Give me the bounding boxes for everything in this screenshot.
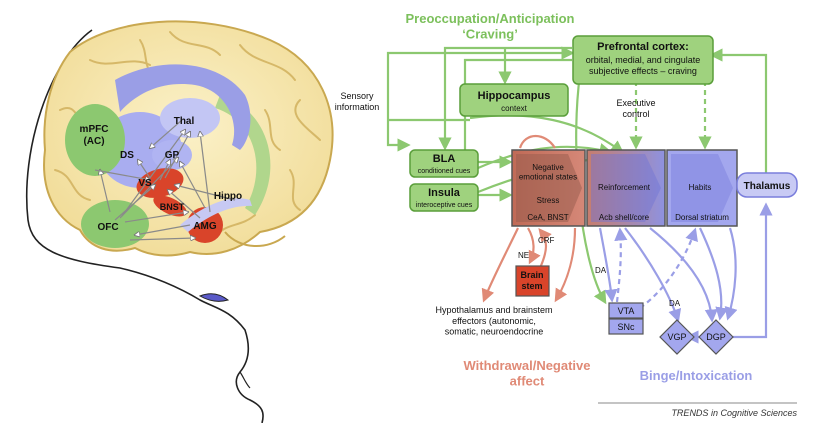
label-bnst: BNST [160, 202, 185, 212]
node-vta[interactable]: VTA [608, 302, 644, 319]
stage-craving: Preoccupation/Anticipation‘Craving’ [405, 11, 574, 42]
hippocampus-sub: context [501, 104, 528, 113]
node-vgp[interactable]: VGP [659, 319, 695, 355]
bla-title: BLA [433, 153, 456, 165]
region-mpfc [65, 104, 125, 176]
label-mpfc: mPFC(AC) [80, 124, 109, 147]
label-ofc: OFC [97, 222, 118, 233]
node-bla[interactable]: BLA conditioned cues [409, 149, 479, 178]
stage-binge: Binge/Intoxication [640, 368, 753, 383]
circuit-arrows [386, 46, 773, 344]
thalamus-label: Thalamus [744, 181, 791, 192]
reinforcement-foot: Acb shell/core [599, 213, 650, 222]
dgp-label: DGP [706, 332, 726, 342]
green-arc [215, 95, 271, 215]
node-reinforcement[interactable]: Reinforcement Acb shell/core [586, 149, 666, 227]
region-bnst [153, 195, 187, 217]
label-thal: Thal [174, 116, 195, 127]
label-ds: DS [120, 150, 134, 161]
node-hippocampus[interactable]: Hippocampus context [459, 83, 569, 117]
node-dgp[interactable]: DGP [698, 319, 734, 355]
region-hippo [180, 198, 252, 232]
eye-icon [198, 293, 230, 302]
footer-credit: TRENDS in Cognitive Sciences [671, 408, 797, 418]
node-thalamus[interactable]: Thalamus [736, 172, 798, 198]
insula-title: Insula [428, 187, 461, 199]
purple-arc [115, 64, 251, 150]
snc-label: SNc [617, 322, 635, 332]
negative-mid: Stress [537, 196, 560, 205]
label-hippo: Hippo [214, 191, 242, 202]
region-ofc [81, 200, 149, 248]
negative-foot: CeA, BNST [527, 213, 568, 222]
pfc-title: Prefrontal cortex: [597, 41, 689, 53]
node-snc[interactable]: SNc [608, 318, 644, 335]
reinforcement-title: Reinforcement [598, 183, 651, 192]
head-illustration: mPFC(AC) DS Thal GP VS BNST OFC AMG Hipp… [25, 20, 334, 423]
da-label-2: DA [669, 299, 681, 308]
label-gp: GP [165, 150, 180, 161]
node-habits[interactable]: Habits Dorsal striatum [666, 149, 738, 227]
bla-sub: conditioned cues [418, 168, 471, 175]
hippocampus-title: Hippocampus [478, 90, 551, 102]
face-profile [25, 29, 264, 423]
vta-label: VTA [618, 306, 635, 316]
node-prefrontal-cortex[interactable]: Prefrontal cortex: orbital, medial, and … [572, 35, 714, 85]
label-amg: AMG [193, 221, 217, 232]
ne-label: NE [518, 251, 529, 260]
label-vs: VS [138, 178, 152, 189]
vgp-label: VGP [667, 332, 686, 342]
crf-label: CRF [538, 236, 555, 245]
da-label-1: DA [595, 266, 607, 275]
region-thal [160, 98, 220, 138]
brain-connections [94, 119, 236, 240]
habits-foot: Dorsal striatum [675, 213, 729, 222]
node-insula[interactable]: Insula interoceptive cues [409, 183, 479, 212]
insula-sub: interoceptive cues [416, 202, 473, 209]
habits-title: Habits [689, 183, 712, 192]
